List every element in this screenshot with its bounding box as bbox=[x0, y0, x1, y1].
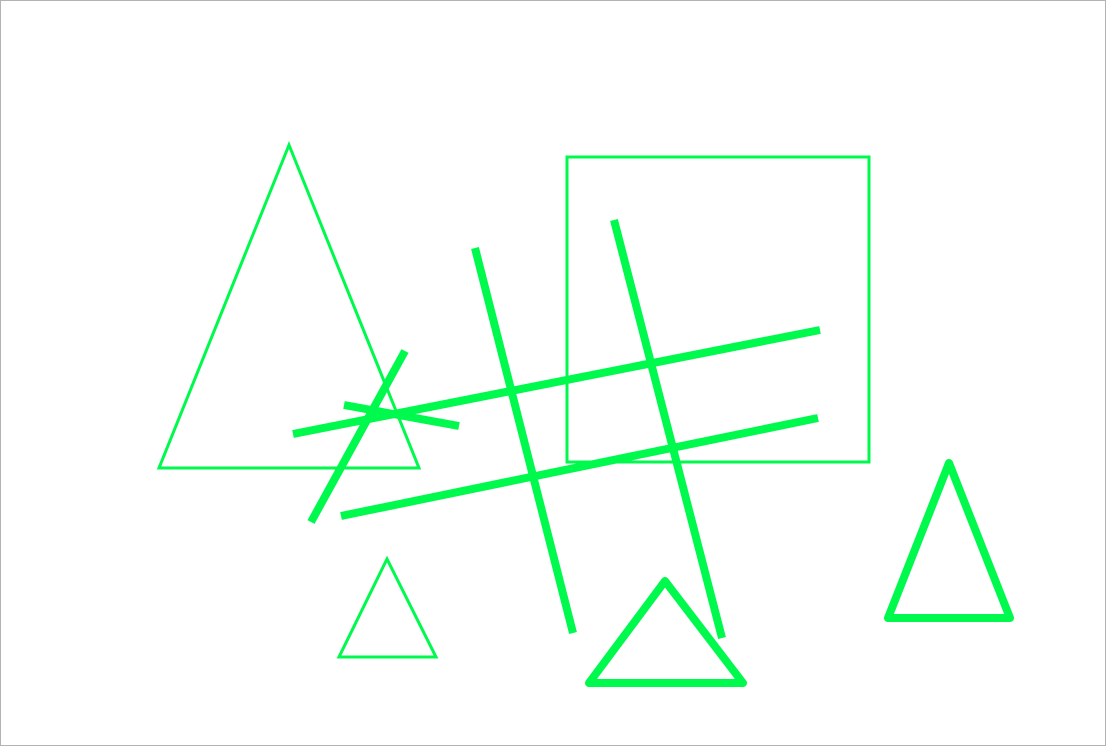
upper-long-line bbox=[292, 326, 821, 438]
lower-long-line bbox=[340, 414, 819, 520]
right-steep-line bbox=[610, 218, 726, 640]
short-diagonal-line bbox=[307, 349, 409, 524]
left-steep-line bbox=[471, 247, 577, 634]
bottom-triangle-bold bbox=[585, 577, 747, 687]
right-triangle-bold bbox=[884, 459, 1014, 622]
large-triangle-outline bbox=[156, 140, 422, 470]
square-outline bbox=[565, 155, 871, 464]
short-cross-line bbox=[343, 401, 460, 430]
small-triangle-outline bbox=[336, 555, 439, 659]
